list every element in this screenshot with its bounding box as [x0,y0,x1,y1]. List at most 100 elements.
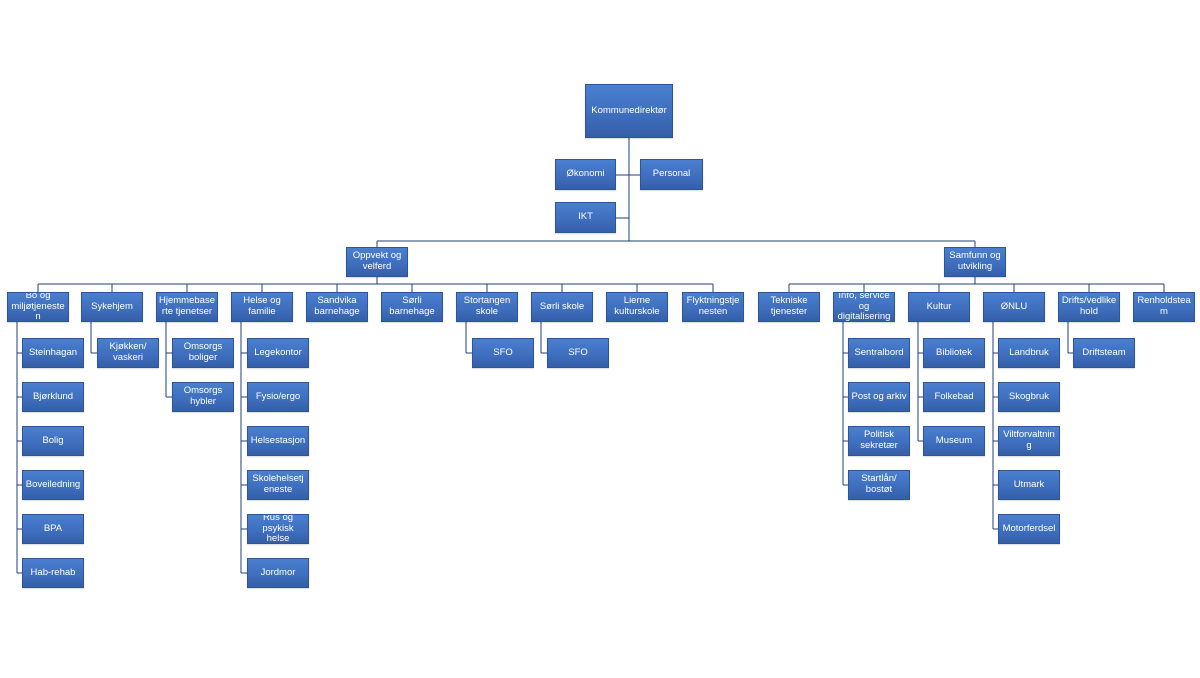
subunit-politisk-sekretaer-box: Politisk sekretær [848,426,910,456]
subunit-helsestasjon-box: Helsestasjon [247,426,309,456]
division-oppvekt-og-velferd-box: Oppvekt og velferd [346,247,408,277]
unit-sorli-skole-box: Sørli skole [531,292,593,322]
unit-stortangen-skole-box: Stortangen skole [456,292,518,322]
staff-ikt-box-label: IKT [578,211,593,223]
subunit-startlan-bostot-box-label: Startlån/ bostøt [861,473,897,495]
subunit-utmark-box-label: Utmark [1013,478,1045,490]
subunit-boveiledning-box-label: Boveiledning [25,478,81,490]
unit-sorli-barnehage-box-label: Sørli barnehage [389,295,435,317]
unit-sykehjem-box-label: Sykehjem [91,300,133,312]
subunit-landbruk-box: Landbruk [998,338,1060,368]
subunit-utmark-box: Utmark [998,470,1060,500]
unit-kultur-box: Kultur [908,292,970,322]
subunit-omsorgs-hybler-box-label: Omsorgs hybler [183,385,223,407]
subunit-post-og-arkiv-box: Post og arkiv [848,382,910,412]
subunit-motorferdsel-box: Motorferdsel [998,514,1060,544]
unit-sandvika-barnehage-box-label: Sandvika barnehage [314,295,360,317]
subunit-viltforvaltning-box-label: Viltforvaltning [1003,429,1055,451]
subunit-museum-box-label: Museum [935,434,973,446]
subunit-startlan-bostot-box: Startlån/ bostøt [848,470,910,500]
subunit-museum-box: Museum [923,426,985,456]
subunit-motorferdsel-box-label: Motorferdsel [1002,522,1056,534]
subunit-folkebad-box-label: Folkebad [934,390,974,402]
subunit-sentralbord-box: Sentralbord [848,338,910,368]
staff-okonomi-box-label: Økonomi [566,168,605,180]
unit-hjemmebaserte-tjenetser-box-label: Hjemmebaserte tjenetser [159,295,215,317]
subunit-bolig-box: Bolig [22,426,84,456]
unit-onlu-box-label: ØNLU [1000,300,1028,312]
unit-bo-og-miljotjenesten-box-label: Bo og miljøtjenesten [11,292,65,322]
subunit-hab-rehab-box-label: Hab-rehab [30,566,76,578]
subunit-sfo-box-label: SFO [568,346,588,358]
subunit-landbruk-box-label: Landbruk [1009,346,1049,358]
unit-sandvika-barnehage-box: Sandvika barnehage [306,292,368,322]
subunit-bibliotek-box: Bibliotek [923,338,985,368]
unit-lierne-kulturskole-box: Lierne kulturskole [606,292,668,322]
unit-renholdsteam-box: Renholdsteam [1133,292,1195,322]
subunit-sfo-box-label: SFO [493,346,513,358]
subunit-sfo-box: SFO [472,338,534,368]
subunit-boveiledning-box: Boveiledning [22,470,84,500]
unit-flyktningstjenesten-box-label: Flyktningstjenesten [686,295,740,317]
subunit-bolig-box-label: Bolig [42,434,64,446]
unit-hjemmebaserte-tjenetser-box: Hjemmebaserte tjenetser [156,292,218,322]
subunit-legekontor-box: Legekontor [247,338,309,368]
subunit-bpa-box: BPA [22,514,84,544]
subunit-fysio-ergo-box-label: Fysio/ergo [255,390,301,402]
subunit-omsorgs-hybler-box: Omsorgs hybler [172,382,234,412]
subunit-viltforvaltning-box: Viltforvaltning [998,426,1060,456]
unit-drifts-vedlikehold-box: Drifts/vedlikehold [1058,292,1120,322]
subunit-omsorgs-boliger-box: Omsorgs boliger [172,338,234,368]
subunit-bpa-box-label: BPA [43,522,63,534]
unit-kultur-box-label: Kultur [926,300,952,312]
division-samfunn-og-utvikling-box: Samfunn og utvikling [944,247,1006,277]
staff-personal-box: Personal [640,159,703,190]
subunit-helsestasjon-box-label: Helsestasjon [250,434,306,446]
subunit-jordmor-box: Jordmor [247,558,309,588]
subunit-rus-og-psykisk-helse-box: Rus og psykisk helse [247,514,309,544]
subunit-rus-og-psykisk-helse-box-label: Rus og psykisk helse [262,514,294,544]
subunit-kjokken-vaskeri-box-label: Kjøkken/ vaskeri [109,341,147,363]
subunit-bjorklund-box-label: Bjørklund [32,390,74,402]
subunit-post-og-arkiv-box-label: Post og arkiv [851,390,907,402]
subunit-politisk-sekretaer-box-label: Politisk sekretær [860,429,898,451]
subunit-skogbruk-box-label: Skogbruk [1008,390,1050,402]
subunit-sfo-box: SFO [547,338,609,368]
unit-onlu-box: ØNLU [983,292,1045,322]
subunit-bjorklund-box: Bjørklund [22,382,84,412]
staff-okonomi-box: Økonomi [555,159,616,190]
unit-helse-og-familie-box: Helse og familie [231,292,293,322]
subunit-driftsteam-box: Driftsteam [1073,338,1135,368]
kommunedirektor-box: Kommunedirektør [585,84,673,138]
staff-personal-box-label: Personal [652,168,691,180]
subunit-steinhagan-box-label: Steinhagan [28,346,78,358]
unit-drifts-vedlikehold-box-label: Drifts/vedlikehold [1061,295,1117,317]
unit-sykehjem-box: Sykehjem [81,292,143,322]
subunit-jordmor-box-label: Jordmor [260,566,296,578]
unit-renholdsteam-box-label: Renholdsteam [1137,295,1191,317]
unit-tekniske-tjenester-box: Tekniske tjenester [758,292,820,322]
subunit-legekontor-box-label: Legekontor [254,346,302,358]
unit-lierne-kulturskole-box-label: Lierne kulturskole [614,295,660,317]
unit-stortangen-skole-box-label: Stortangen skole [463,295,511,317]
subunit-driftsteam-box-label: Driftsteam [1082,346,1126,358]
unit-info-service-og-digitalisering-box-label: Info, service og digitalisering [837,292,891,322]
subunit-hab-rehab-box: Hab-rehab [22,558,84,588]
subunit-skogbruk-box: Skogbruk [998,382,1060,412]
subunit-omsorgs-boliger-box-label: Omsorgs boliger [183,341,223,363]
unit-helse-og-familie-box-label: Helse og familie [243,295,281,317]
unit-bo-og-miljotjenesten-box: Bo og miljøtjenesten [7,292,69,322]
division-samfunn-og-utvikling-box-label: Samfunn og utvikling [949,250,1001,272]
subunit-bibliotek-box-label: Bibliotek [936,346,972,358]
unit-tekniske-tjenester-box-label: Tekniske tjenester [770,295,808,317]
subunit-steinhagan-box: Steinhagan [22,338,84,368]
subunit-fysio-ergo-box: Fysio/ergo [247,382,309,412]
kommunedirektor-box-label: Kommunedirektør [591,104,667,116]
unit-info-service-og-digitalisering-box: Info, service og digitalisering [833,292,895,322]
unit-sorli-skole-box-label: Sørli skole [539,300,585,312]
subunit-sentralbord-box-label: Sentralbord [854,346,904,358]
subunit-kjokken-vaskeri-box: Kjøkken/ vaskeri [97,338,159,368]
subunit-folkebad-box: Folkebad [923,382,985,412]
